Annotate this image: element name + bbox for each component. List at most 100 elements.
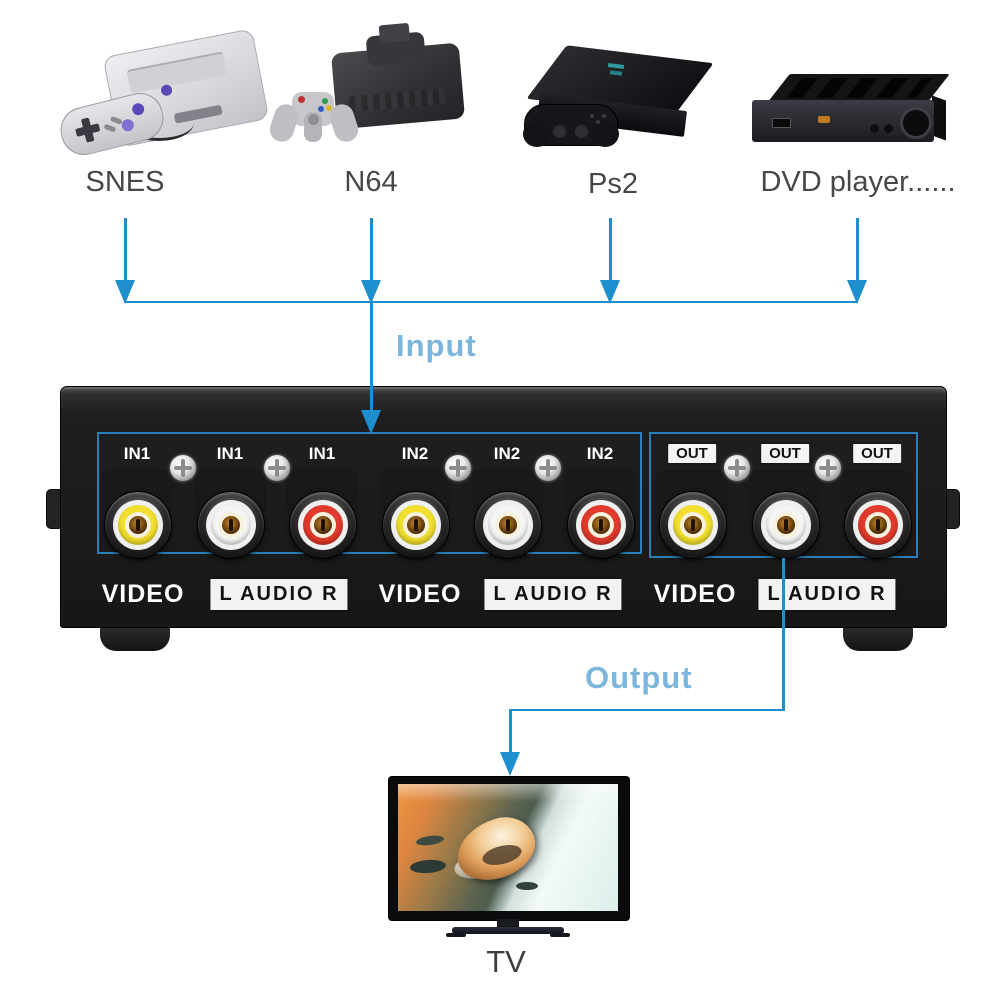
arrow-down-icon — [361, 280, 381, 304]
beach-pebble — [415, 834, 445, 847]
tv-stand-neck — [497, 919, 519, 928]
device-label-ps2: Ps2 — [588, 168, 638, 200]
snes-face-button — [120, 117, 136, 133]
n64-button — [298, 96, 305, 103]
rca-jack-pin-slot — [229, 519, 233, 531]
n64-cartridge — [378, 22, 411, 44]
dvd-player-vents — [786, 78, 932, 98]
output-flow-label: Output — [585, 660, 693, 695]
dvd-player-button — [870, 124, 879, 133]
rca-jack-in2-audio-right — [567, 491, 635, 559]
beach-pebble — [409, 858, 447, 875]
port-label-in1: IN1 — [123, 444, 151, 463]
screw-icon — [535, 455, 561, 481]
tv-stand-foot — [550, 933, 570, 937]
switcher-foot — [100, 625, 170, 651]
beach-pebble — [516, 882, 538, 890]
ps2-analog-stick — [553, 125, 566, 138]
n64-button — [326, 105, 332, 111]
port-label-in2: IN2 — [493, 444, 521, 463]
ps2-console-illustration — [512, 42, 717, 154]
device-label-dvd-player: DVD player...... — [760, 166, 956, 198]
ps2-controller-grip — [523, 121, 551, 147]
device-drop-line-ps2 — [609, 218, 612, 282]
device-drop-line-n64 — [370, 218, 373, 282]
n64-button — [318, 106, 324, 112]
panel-label-video: VIDEO — [653, 580, 737, 608]
input-ports-outline — [97, 432, 642, 554]
port-label-in2: IN2 — [401, 444, 429, 463]
ps2-analog-stick — [575, 125, 588, 138]
rca-jack-in1-audio-right — [289, 491, 357, 559]
output-line-horizontal — [509, 709, 785, 711]
snes-cartridge-slot — [126, 51, 228, 94]
arrow-down-icon — [500, 752, 520, 776]
dvd-player-usb-port — [772, 118, 791, 128]
rca-jack-pin-slot — [321, 519, 325, 531]
device-drop-line-dvd-player — [856, 218, 859, 282]
ps2-buttons — [589, 113, 609, 125]
dvd-player-knob — [900, 107, 932, 139]
port-label-out: OUT — [668, 444, 716, 463]
rca-jack-pin-slot — [136, 519, 140, 531]
tv-label: TV — [486, 944, 526, 979]
tv-stand-foot — [446, 933, 466, 937]
ps2-controller — [523, 104, 619, 147]
rca-jack-pin-slot — [691, 519, 695, 531]
snes-start-button — [109, 115, 123, 125]
port-label-out: OUT — [761, 444, 809, 463]
rca-jack-in1-video — [104, 491, 172, 559]
output-line-drop — [509, 709, 512, 754]
screw-icon — [445, 455, 471, 481]
snes-gamepad — [55, 88, 169, 160]
screw-icon — [815, 455, 841, 481]
arrow-down-icon — [847, 280, 867, 304]
input-line — [370, 301, 373, 411]
tv-illustration — [388, 776, 630, 921]
screw-icon — [264, 455, 290, 481]
arrow-down-icon — [115, 280, 135, 304]
device-label-n64: N64 — [344, 166, 398, 198]
device-drop-line-snes — [124, 218, 127, 282]
input-flow-label: Input — [396, 328, 477, 363]
rca-jack-out-audio-right — [844, 491, 912, 559]
tv-screen — [398, 784, 618, 911]
rca-jack-in2-audio-left — [474, 491, 542, 559]
dvd-player-button — [884, 124, 893, 133]
tv-stand-base — [452, 927, 564, 934]
panel-label-l-audio-r: L AUDIO R — [210, 579, 348, 610]
dvd-player-illustration — [750, 74, 950, 154]
port-label-out: OUT — [853, 444, 901, 463]
snes-face-button — [130, 101, 146, 117]
arrow-down-icon — [361, 410, 381, 434]
dvd-player-front-panel — [752, 100, 934, 142]
rca-jack-pin-slot — [414, 519, 418, 531]
ps2-controller-grip — [591, 121, 619, 147]
port-label-in1: IN1 — [216, 444, 244, 463]
rca-jack-in1-audio-left — [197, 491, 265, 559]
n64-front-vents — [348, 87, 446, 113]
output-line-vertical — [782, 558, 785, 711]
rca-jack-out-video — [659, 491, 727, 559]
rca-jack-pin-slot — [506, 519, 510, 531]
port-label-in2: IN2 — [586, 444, 614, 463]
rca-jack-pin-slot — [876, 519, 880, 531]
n64-console-illustration — [266, 22, 475, 159]
panel-label-video: VIDEO — [378, 580, 462, 608]
rca-jack-in2-video — [382, 491, 450, 559]
screw-icon — [170, 455, 196, 481]
snes-select-button — [103, 123, 117, 133]
dvd-player-side — [932, 95, 946, 141]
switcher-foot — [843, 625, 913, 651]
screw-icon — [724, 455, 750, 481]
panel-label-l-audio-r: L AUDIO R — [484, 579, 622, 610]
device-label-snes: SNES — [85, 166, 165, 198]
rca-jack-pin-slot — [599, 519, 603, 531]
arrow-down-icon — [600, 280, 620, 304]
panel-label-video: VIDEO — [101, 580, 185, 608]
input-bus-line — [124, 301, 858, 303]
snes-console-illustration — [55, 28, 270, 160]
port-label-in1: IN1 — [308, 444, 336, 463]
n64-button — [322, 98, 328, 104]
